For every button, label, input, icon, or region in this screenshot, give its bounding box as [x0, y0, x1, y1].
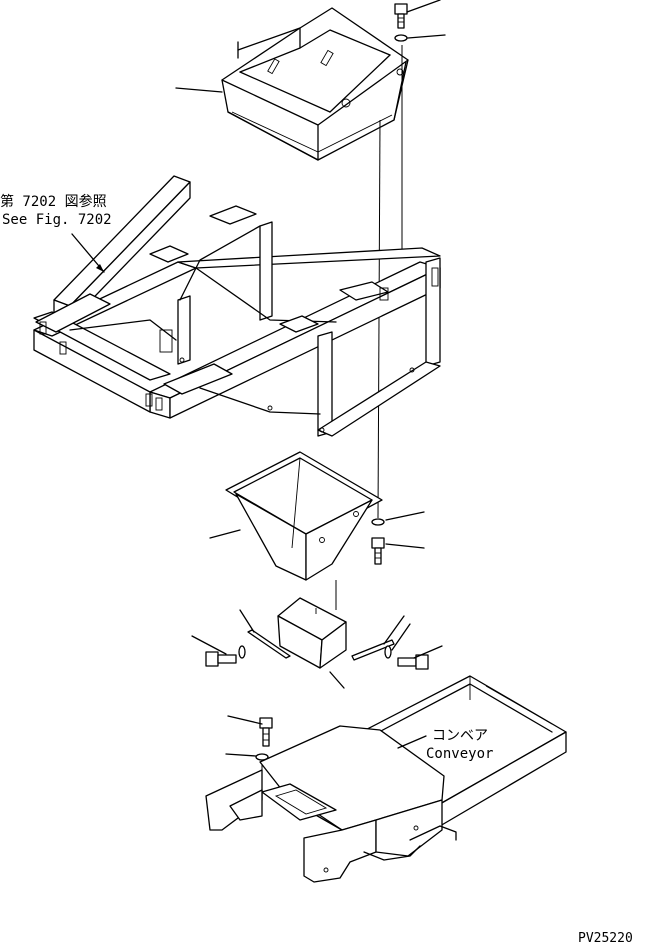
- conveyor-label-jp: コンベア: [432, 728, 488, 744]
- leader-line: [227, 715, 263, 725]
- reference-label-jp: 第 7202 図参照: [0, 193, 107, 210]
- bolt: [397, 654, 429, 670]
- arrowhead-icon: [96, 264, 104, 272]
- bolt: [205, 651, 237, 667]
- leader-line: [209, 529, 241, 539]
- skirt-plate: [351, 639, 395, 661]
- leader-line: [239, 609, 255, 633]
- washer: [394, 34, 408, 42]
- bolt: [259, 717, 273, 747]
- leader-line: [406, 0, 441, 13]
- leader-line: [191, 635, 227, 655]
- leader-line: [413, 645, 443, 659]
- leader-line: [225, 753, 257, 757]
- funnel-chute: [225, 451, 383, 581]
- reference-label-en: See Fig. 7202: [2, 212, 112, 228]
- bolt: [394, 3, 408, 29]
- washer: [371, 518, 385, 526]
- assembly-line: [377, 119, 381, 519]
- leader-line: [391, 623, 411, 651]
- skirt-plate: [247, 629, 291, 659]
- leader-line: [175, 87, 223, 93]
- washer: [238, 645, 246, 659]
- conveyor-assembly: [205, 675, 567, 883]
- leader-line: [385, 511, 425, 521]
- washer: [384, 645, 392, 659]
- skirt-box: [277, 597, 347, 669]
- main-frame: [33, 175, 441, 437]
- leader-line: [329, 671, 345, 689]
- leader-line: [383, 615, 405, 645]
- washer: [255, 753, 269, 761]
- bolt: [371, 537, 385, 565]
- conveyor-label-en: Conveyor: [426, 746, 493, 762]
- leader-line: [407, 34, 446, 39]
- drawing-number: PV25220: [578, 931, 633, 946]
- conveyor-leader: [397, 735, 427, 749]
- leader-line: [385, 543, 425, 549]
